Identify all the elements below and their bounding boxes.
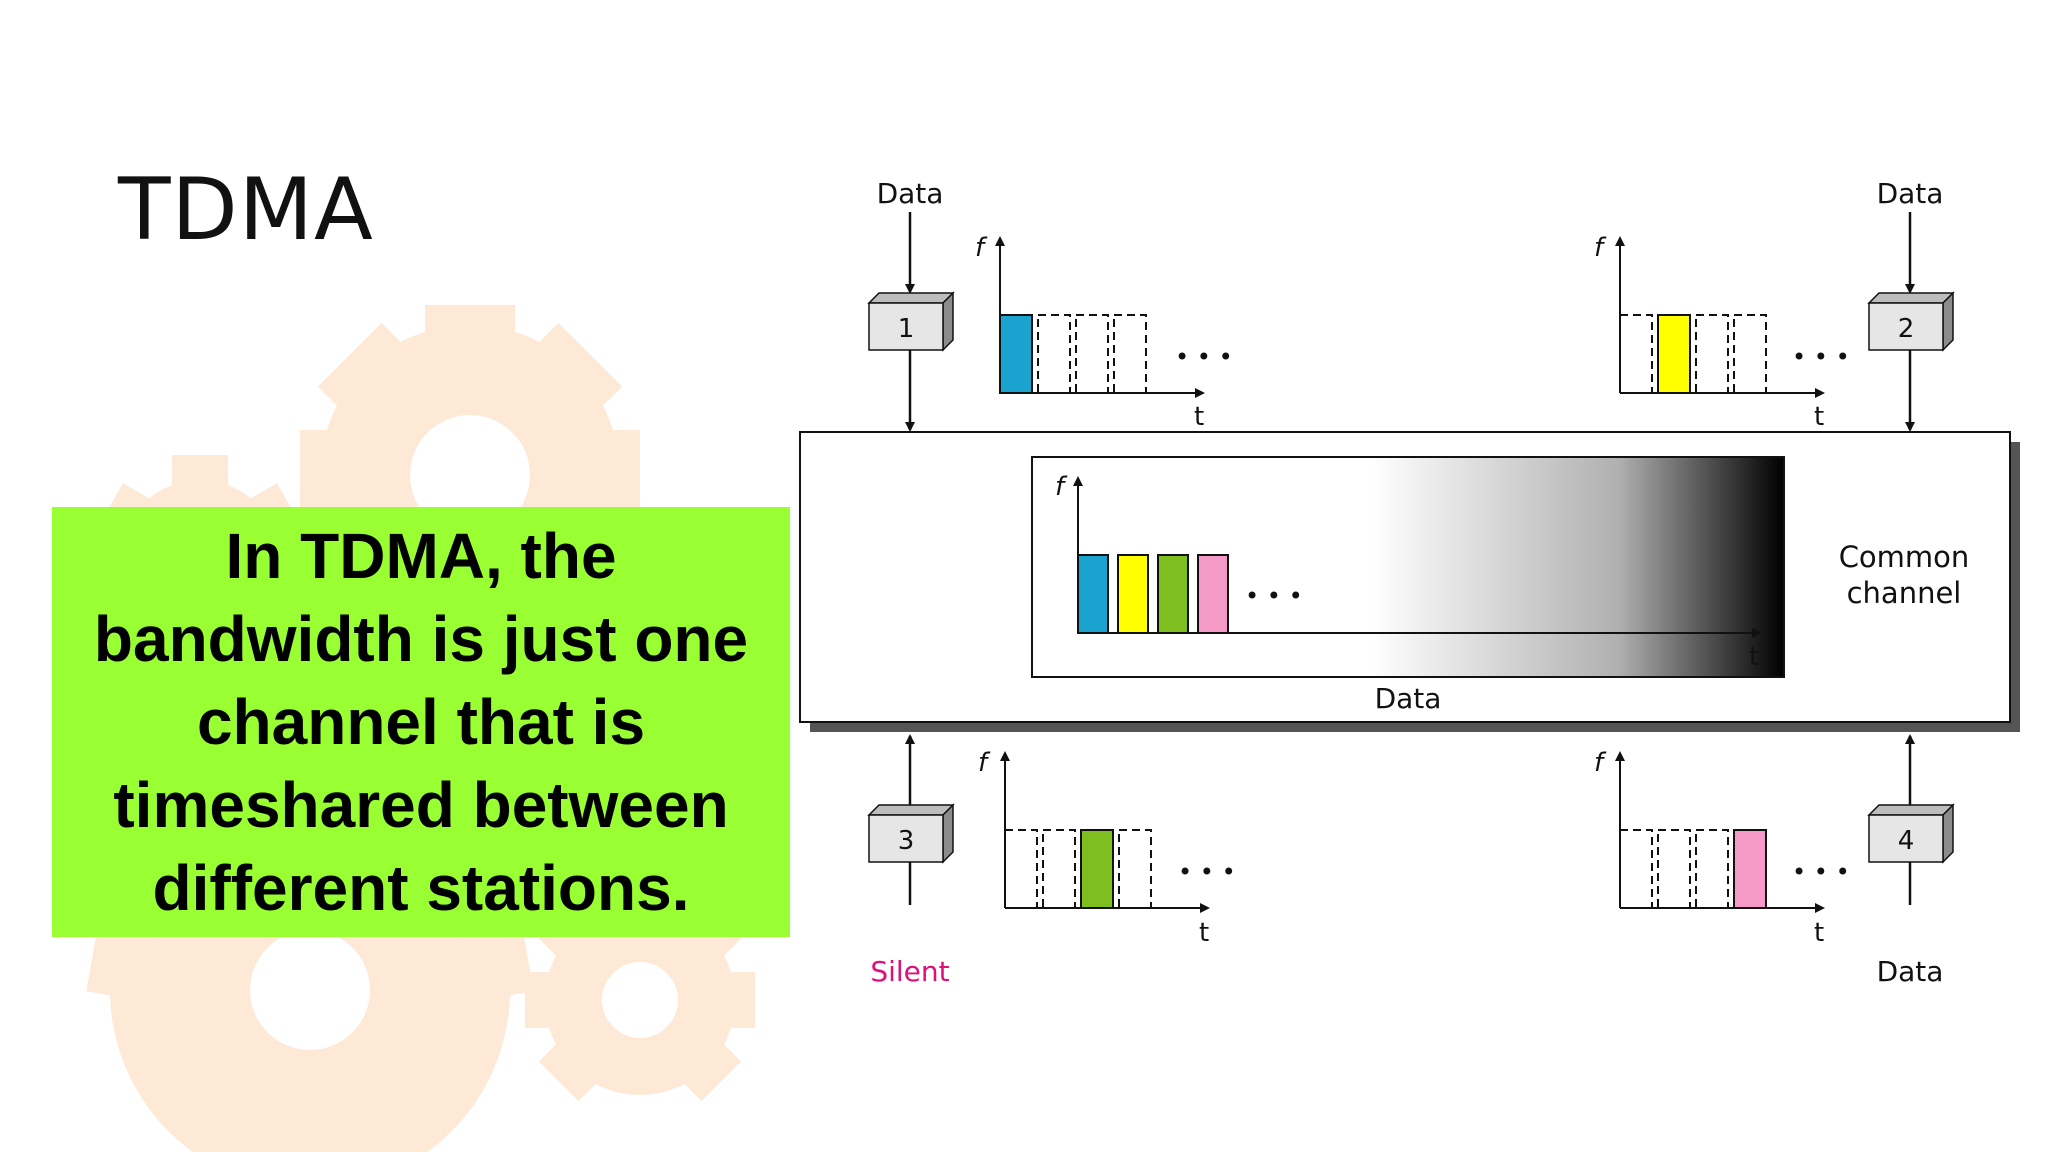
station-3-group: 3 Silent f t • • • [867, 734, 1236, 988]
station-4-empty-slot [1695, 829, 1729, 909]
station-3-empty-slot [1004, 829, 1038, 909]
station-4-box: 4 [1867, 803, 1955, 864]
station-4-empty-slot [1619, 829, 1653, 909]
channel-label-line1: Common [1839, 540, 1970, 574]
station-3-empty-slot [1042, 829, 1076, 909]
station-4-ellipsis: • • • [1792, 858, 1850, 886]
station-1-id: 1 [898, 314, 915, 344]
station-4-axis-t: t [1814, 918, 1824, 948]
station-1-group: Data 1 f t • • • [867, 177, 1233, 432]
station-3-box: 3 [867, 803, 955, 864]
station-2-empty-slot [1619, 314, 1653, 394]
callout-box: In TDMA, the bandwidth is just one chann… [52, 507, 790, 937]
channel-slot-1 [1077, 554, 1109, 634]
station-3-id: 3 [898, 826, 915, 856]
channel-slot-3 [1157, 554, 1189, 634]
channel-label-line2: channel [1847, 576, 1962, 610]
station-2-slots [1619, 314, 1767, 394]
station-4-group: 4 Data f t • • • [1594, 734, 1955, 988]
station-2-empty-slot [1733, 314, 1767, 394]
station-1-ellipsis: • • • [1175, 343, 1233, 371]
station-2-empty-slot [1695, 314, 1729, 394]
station-1-empty-slot [1037, 314, 1071, 394]
station-2-axis-t: t [1814, 402, 1824, 432]
channel-slot-2 [1117, 554, 1149, 634]
station-1-active-slot [999, 314, 1033, 394]
station-1-slots [999, 314, 1147, 394]
channel-slot-4 [1197, 554, 1229, 634]
station-4-axis-f: f [1594, 748, 1607, 778]
station-3-slots [1004, 829, 1152, 909]
station-2-active-slot [1657, 314, 1691, 394]
station-4-active-slot [1733, 829, 1767, 909]
station-3-active-slot [1080, 829, 1114, 909]
station-4-time-axes: f t [1594, 748, 1825, 948]
channel-slots: • • • [1077, 554, 1303, 634]
station-1-input-label: Data [877, 177, 944, 210]
station-4-empty-slot [1657, 829, 1691, 909]
station-1-empty-slot [1075, 314, 1109, 394]
channel-ellipsis: • • • [1245, 582, 1303, 610]
station-2-id: 2 [1898, 314, 1915, 344]
station-2-box: 2 [1867, 291, 1955, 352]
station-3-axis-t: t [1199, 918, 1209, 948]
station-1-axis-t: t [1194, 402, 1204, 432]
callout-text: In TDMA, the bandwidth is just one chann… [93, 519, 749, 924]
station-3-input-label: Silent [870, 955, 949, 988]
station-4-slots [1619, 829, 1767, 909]
channel-data-label: Data [1375, 682, 1442, 715]
station-1-empty-slot [1113, 314, 1147, 394]
station-2-group: Data 2 f t • • • [1594, 177, 1955, 432]
station-2-axis-f: f [1594, 233, 1607, 263]
station-1-box: 1 [867, 291, 955, 352]
station-1-axis-f: f [975, 233, 988, 263]
station-2-time-axes: f t [1594, 233, 1825, 432]
station-2-input-label: Data [1877, 177, 1944, 210]
station-3-ellipsis: • • • [1178, 858, 1236, 886]
station-4-input-label: Data [1877, 955, 1944, 988]
station-4-id: 4 [1898, 826, 1915, 856]
station-2-ellipsis: • • • [1792, 343, 1850, 371]
channel-axis-t: t [1749, 642, 1759, 672]
slide-title: TDMA [118, 160, 374, 260]
station-3-empty-slot [1118, 829, 1152, 909]
station-3-axis-f: f [978, 748, 991, 778]
